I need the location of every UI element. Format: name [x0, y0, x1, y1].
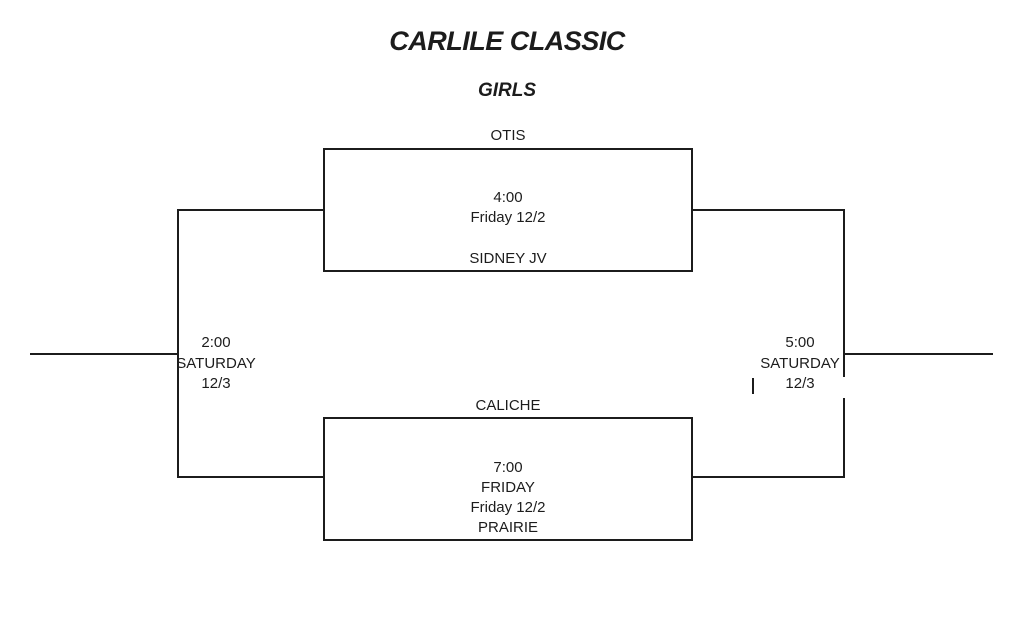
bottom-box-to-right-connector [692, 476, 845, 478]
left-bracket-vertical-line [177, 209, 179, 478]
right-game-label: 5:00 SATURDAY 12/3 [735, 333, 865, 395]
right-game-date: 12/3 [785, 375, 815, 392]
tournament-title: CARLILE CLASSIC [389, 26, 625, 56]
left-game-time: 2:00 [201, 334, 231, 351]
division-label: GIRLS [477, 80, 537, 101]
bottom-matchup-date: Friday 12/2 [470, 499, 546, 516]
right-bracket-vertical-line-lower [843, 398, 845, 478]
top-matchup-date: Friday 12/2 [470, 209, 546, 226]
bottom-matchup-bottom-team: PRAIRIE [477, 519, 538, 536]
top-matchup-top-team: OTIS [490, 127, 526, 144]
left-feeder-line [30, 353, 178, 355]
top-matchup-time: 4:00 [493, 189, 523, 206]
top-matchup-bottom-team: SIDNEY JV [469, 250, 547, 267]
left-game-label: 2:00 SATURDAY 12/3 [151, 333, 281, 395]
top-matchup-box [323, 148, 693, 272]
left-game-day: SATURDAY [176, 354, 256, 372]
stray-tick-mark [752, 378, 754, 394]
bottom-matchup-time: 7:00 [493, 459, 523, 476]
right-bracket-vertical-line-upper [843, 209, 845, 377]
top-box-to-right-connector [692, 209, 845, 211]
left-to-top-box-connector [177, 209, 323, 211]
right-game-day: SATURDAY [760, 354, 840, 372]
right-feeder-line [845, 353, 993, 355]
left-to-bottom-box-connector [177, 476, 323, 478]
bottom-matchup-day: FRIDAY [481, 479, 535, 496]
left-game-date: 12/3 [201, 375, 231, 392]
bottom-matchup-box [323, 417, 693, 541]
right-game-time: 5:00 [785, 334, 815, 351]
bottom-matchup-top-team: CALICHE [475, 397, 541, 414]
